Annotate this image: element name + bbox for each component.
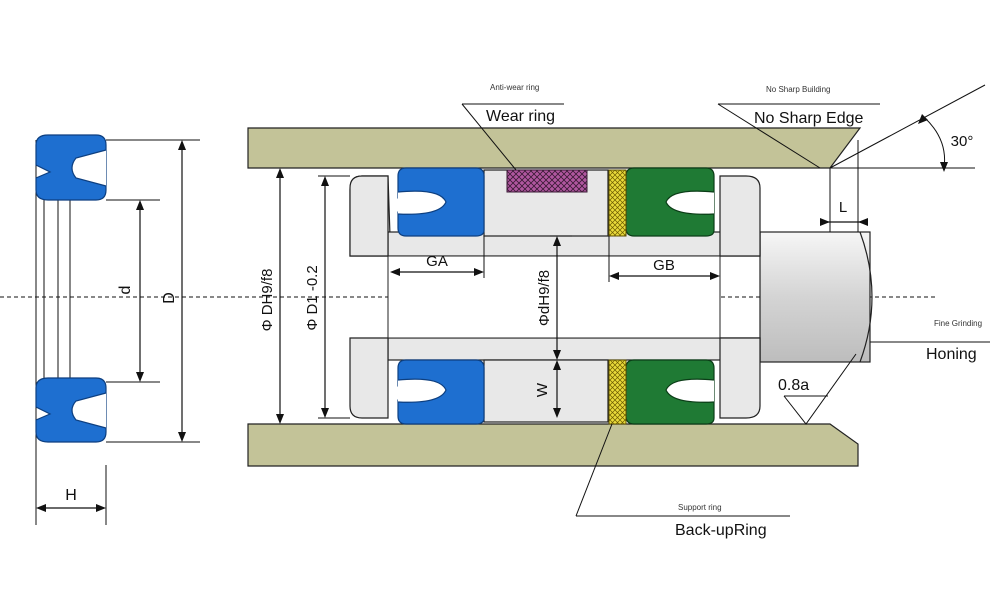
dim-dH-arrow-bottom [553,350,561,360]
piston-mid-land-bottom [483,359,609,423]
label-wear-ring-small: Anti-wear ring [490,83,539,92]
left-seal-top-profile [35,134,107,201]
seal-blue-top-groove [397,190,447,215]
piston-bore [387,255,721,339]
dim-H-arrow-left [36,504,46,512]
left-seal-top-groove [71,149,107,187]
label-GA: GA [426,253,448,270]
angle-arrow-top [918,114,928,124]
roughness-symbol [783,353,857,425]
dim-W-arrow-bottom [553,408,561,418]
dim-GB-arrow-left [609,272,619,280]
left-seal-bottom-groove [71,392,107,429]
barrel-bottom [247,423,859,467]
dim-D1-arrow-top [321,176,329,186]
dim-d-arrow-bottom [136,372,144,382]
backup-ring-bottom-hatch [609,360,626,424]
wear-ring-hatch [507,170,587,192]
label-L: L [839,199,847,216]
dim-H-arrow-right [96,504,106,512]
piston-upper-right-flange [719,175,761,257]
backup-ring-top-hatch [609,170,626,236]
piston-rod-end [859,231,873,363]
angle-arrow-bottom [940,162,948,172]
angle-arc [924,117,946,169]
label-DH: Φ DH9/f8 [259,269,276,332]
piston-lower-right-flange [719,337,761,419]
seal-blue-bottom-groove [397,378,447,403]
piston-lower-left-flange [349,337,389,419]
dim-W-arrow-top [553,360,561,370]
label-D: D [161,292,178,304]
dim-D1-arrow-bottom [321,408,329,418]
dim-DH-arrow-top [276,168,284,178]
dim-GA-arrow-right [474,268,484,276]
label-H: H [65,487,77,504]
leader-wear-ring-diag [461,103,517,171]
piston-lower-web [387,337,761,361]
piston-upper-left-flange [349,175,389,257]
dim-D-arrow-bottom [178,432,186,442]
label-wear-ring: Wear ring [486,108,555,125]
label-D1: Φ D1 -0.2 [304,265,321,330]
label-GB: GB [653,257,675,274]
label-W: W [534,382,551,397]
dim-d-arrow-top [136,200,144,210]
label-no-sharp-small: No Sharp Building [766,85,830,94]
left-seal-section: d D H [35,134,200,525]
dim-GA-arrow-left [390,268,400,276]
dim-GB-arrow-right [710,272,720,280]
leader-no-sharp-diag [717,103,821,169]
dim-L-arrow-right [858,218,868,226]
seal-green-bottom-groove [665,378,715,403]
barrel-top [247,127,862,169]
label-fine-grinding: Fine Grinding [934,319,982,328]
left-seal-bottom-profile [35,377,107,443]
dim-L-arrow-left [820,218,830,226]
label-d: d [117,286,134,295]
label-no-sharp: No Sharp Edge [754,110,864,127]
dim-DH-arrow-bottom [276,414,284,424]
piston-rod [759,231,871,363]
label-angle: 30° [951,133,974,150]
label-roughness: 0.8a [778,377,809,394]
label-support-ring-small: Support ring [678,503,722,512]
label-honing: Honing [926,346,977,363]
label-backup-ring: Back-upRing [675,522,767,539]
dim-D-arrow-top [178,140,186,150]
label-dH: ΦdH9/f8 [536,270,553,326]
angle-chamfer-line [829,84,986,169]
leader-backup-diag [575,423,613,517]
seal-green-top-groove [665,190,715,215]
dim-dH-arrow-top [553,236,561,246]
